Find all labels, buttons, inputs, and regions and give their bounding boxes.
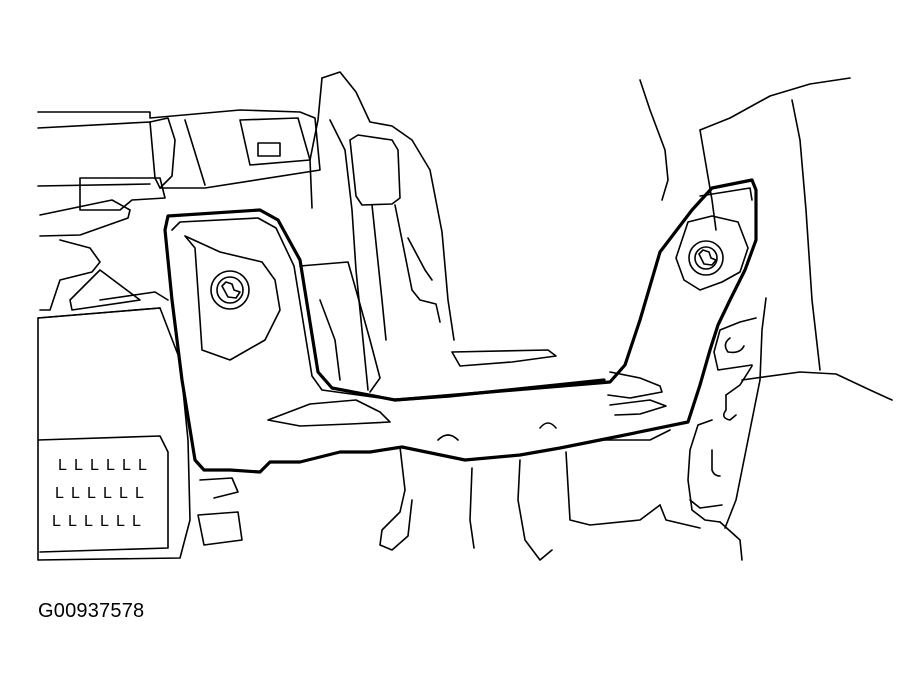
fuse-glyph: L — [84, 513, 93, 530]
steering-column-area — [299, 71, 455, 393]
fuse-glyph: L — [119, 485, 128, 502]
bolt-right-icon — [688, 240, 724, 276]
fuse-glyph: L — [138, 457, 147, 474]
fuse-glyph: L — [74, 457, 83, 474]
fuse-glyph: L — [58, 457, 67, 474]
dashboard-upper-panel — [37, 109, 321, 319]
fuse-glyph: L — [132, 513, 141, 530]
fuse-glyph: L — [100, 513, 109, 530]
support-bracket — [163, 178, 758, 474]
fuse-glyph: L — [135, 485, 144, 502]
right-upper-panel — [639, 77, 893, 561]
fuse-glyph: L — [122, 457, 131, 474]
fuse-glyph: L — [87, 485, 96, 502]
bracket-details — [184, 215, 749, 561]
fuse-box-panel — [37, 307, 243, 561]
fuse-glyph: L — [90, 457, 99, 474]
bolt-left-icon — [210, 270, 250, 310]
fuse-glyph: L — [106, 457, 115, 474]
fuse-glyph: L — [103, 485, 112, 502]
fuse-glyph: L — [71, 485, 80, 502]
fuse-glyph: L — [55, 485, 64, 502]
fuse-glyph: L — [52, 513, 61, 530]
fuse-glyph: L — [68, 513, 77, 530]
figure-code: G00937578 — [38, 600, 145, 622]
fuse-glyph: L — [116, 513, 125, 530]
